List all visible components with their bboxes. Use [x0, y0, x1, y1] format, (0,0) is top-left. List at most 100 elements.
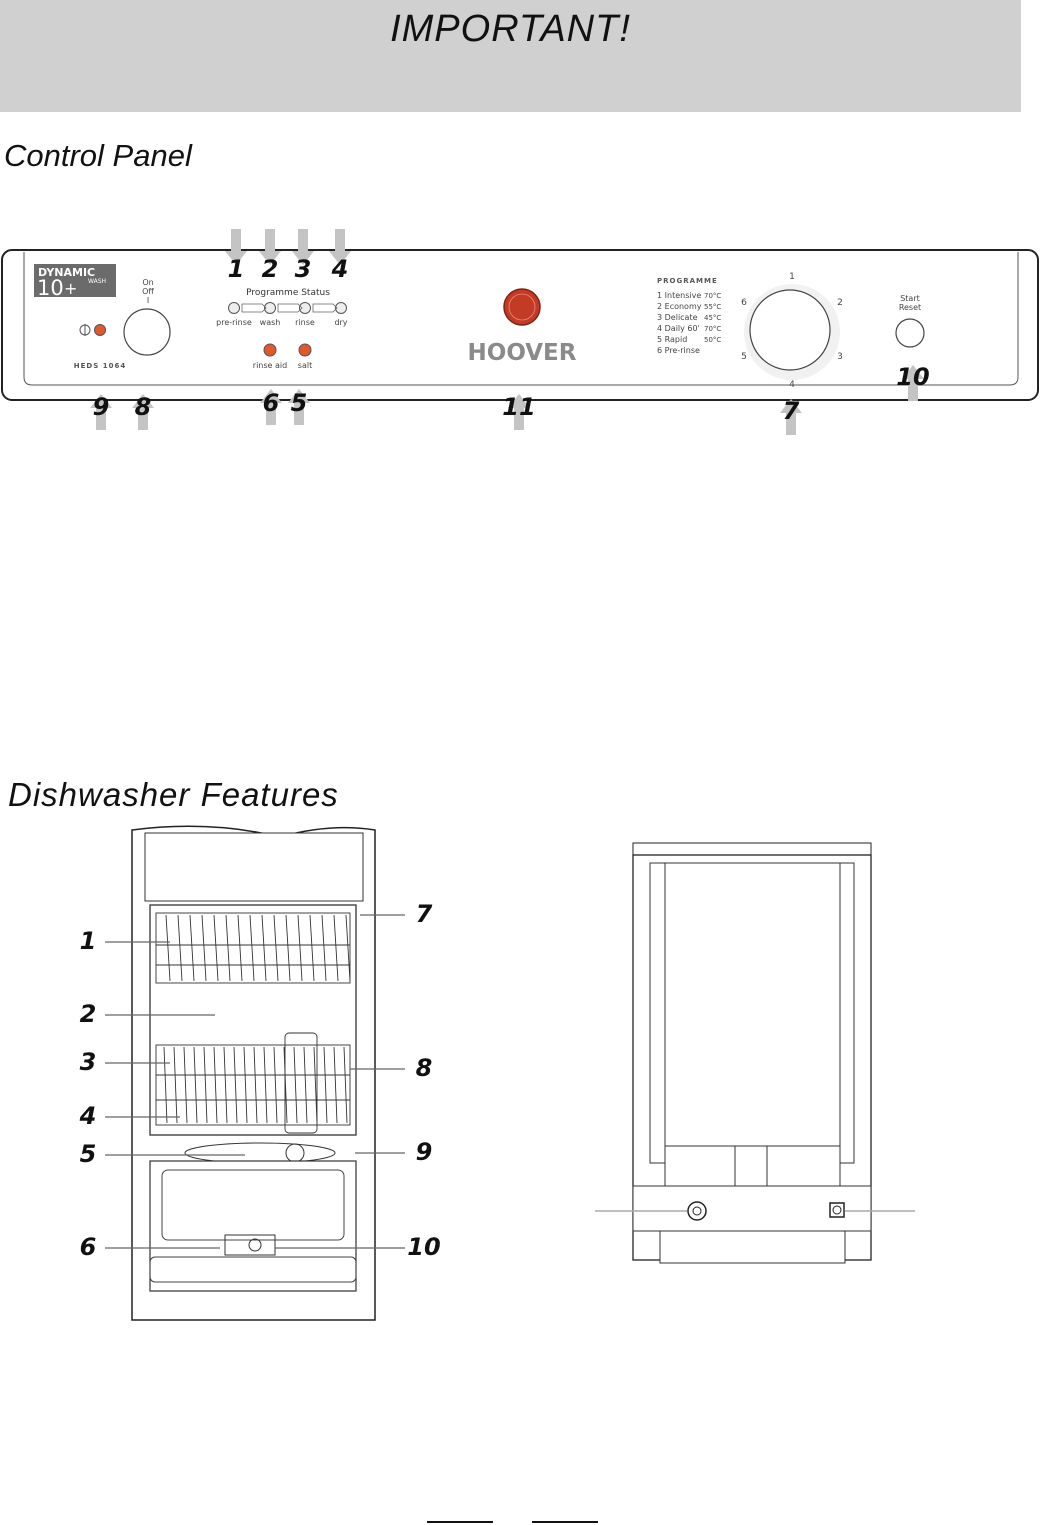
- rinse-aid-label: rinse aid: [253, 361, 287, 370]
- salt-label: salt: [298, 361, 312, 370]
- upper-basket: [155, 912, 351, 984]
- callout-arrow: [90, 394, 112, 430]
- feature-callout-number: 3: [80, 1048, 97, 1076]
- hoover-emblem-ring: [508, 293, 536, 321]
- dishwasher-frame-diagram: [595, 842, 915, 1264]
- stage-wash: wash: [260, 318, 281, 327]
- badge-wash: WASH: [88, 278, 106, 285]
- feature-callout-number: 7: [416, 900, 433, 928]
- status-arrows: [241, 303, 338, 313]
- inlet-center: [692, 1206, 702, 1216]
- hoover-brand: HOOVER: [468, 340, 577, 366]
- callout-arrow: [132, 394, 154, 430]
- reset-label: Reset: [899, 303, 921, 312]
- frame-feet: [659, 1230, 846, 1264]
- callout-arrow: [225, 229, 247, 265]
- bottom-callout-number: 11: [502, 393, 535, 421]
- programme-temp: 70°C: [704, 292, 721, 300]
- important-banner: IMPORTANT!: [0, 0, 1021, 112]
- open-door: [149, 1160, 357, 1292]
- led-dry: [335, 302, 347, 314]
- frame-top: [632, 842, 872, 856]
- salt-led: [298, 343, 312, 357]
- bottom-callout-number: 10: [896, 363, 929, 391]
- programme-dial[interactable]: [749, 289, 831, 371]
- front-leader-lines: [105, 914, 405, 1249]
- bottom-callout-number: 5: [291, 389, 308, 417]
- frame-inner: [664, 862, 841, 1149]
- top-panel: [144, 832, 364, 902]
- control-panel-heading: Control Panel: [4, 138, 192, 173]
- on-off-button[interactable]: [123, 308, 171, 356]
- programme-item: 4 Daily 60': [657, 324, 700, 333]
- top-callout-number: 4: [331, 255, 349, 283]
- programme-item: 2 Economy: [657, 302, 702, 311]
- dial-mark: 2: [837, 298, 843, 308]
- dynamic-wash-badge: DYNAMIC 10 + WASH: [34, 264, 116, 300]
- feature-callout-number: 4: [79, 1102, 97, 1130]
- callout-arrow: [288, 389, 310, 425]
- start-reset-button[interactable]: [895, 318, 925, 348]
- bottom-callout-number: 6: [263, 389, 280, 417]
- on-label: On: [142, 278, 153, 287]
- lower-basket: [155, 1032, 351, 1134]
- feature-callout-number: 6: [80, 1233, 97, 1261]
- model-label: HEDS 1064: [74, 362, 126, 370]
- rinse-aid-led: [263, 343, 277, 357]
- callout-arrow: [292, 229, 314, 265]
- footer-rule-right: [532, 1521, 598, 1523]
- feature-callout-number: 5: [80, 1140, 97, 1168]
- top-callout-number: 2: [262, 255, 279, 283]
- stage-pre-rinse: pre-rinse: [216, 318, 252, 327]
- banner-title: IMPORTANT!: [390, 8, 631, 50]
- panel-inner-frame: [23, 252, 1019, 386]
- rinse-aid-cap-icon: [248, 1238, 262, 1252]
- programme-item: 3 Delicate: [657, 313, 698, 322]
- power-led: [94, 324, 106, 336]
- programme-heading: PROGRAMME: [657, 277, 718, 285]
- badge-plus: +: [64, 279, 77, 298]
- door-bottom: [149, 1256, 357, 1283]
- callout-arrow: [780, 399, 802, 435]
- stage-dry: dry: [334, 318, 347, 327]
- badge-dynamic: DYNAMIC: [38, 266, 95, 279]
- programme-temp: 70°C: [704, 325, 721, 333]
- led-rinse: [299, 302, 311, 314]
- bottom-callout-number: 7: [783, 397, 800, 425]
- feature-callout-number: 2: [80, 1000, 97, 1028]
- footer-rule-left: [427, 1521, 493, 1523]
- programme-item: 6 Pre-rinse: [657, 346, 700, 355]
- dial-mark: 6: [741, 298, 747, 308]
- dispenser: [224, 1234, 276, 1256]
- led-wash: [264, 302, 276, 314]
- door-inner: [161, 1169, 345, 1241]
- programme-temp: 50°C: [704, 336, 721, 344]
- stage-rinse: rinse: [295, 318, 315, 327]
- features-heading: Dishwasher Features: [8, 776, 339, 813]
- off-label: Off: [142, 287, 154, 296]
- badge-number: 10: [37, 276, 64, 300]
- bottom-callout-number: 9: [93, 393, 110, 421]
- programme-item: 5 Rapid: [657, 335, 687, 344]
- feature-callout-number: 9: [416, 1138, 433, 1166]
- dial-mark: 4: [789, 380, 795, 390]
- tub: [149, 904, 357, 1136]
- feature-callout-number: 1: [80, 927, 97, 955]
- callout-arrow: [259, 229, 281, 265]
- status-leds: [228, 302, 347, 314]
- top-callout-number: 3: [295, 255, 312, 283]
- dial-mark: 3: [837, 352, 843, 362]
- led-pre-rinse: [228, 302, 240, 314]
- callout-arrow: [902, 365, 924, 401]
- dial-mark: 5: [741, 352, 747, 362]
- programme-temp: 55°C: [704, 303, 721, 311]
- control-panel-diagram: DYNAMIC 10 + WASH On Off I HEDS 1064 Pro…: [1, 249, 1039, 401]
- drain-center: [832, 1205, 842, 1215]
